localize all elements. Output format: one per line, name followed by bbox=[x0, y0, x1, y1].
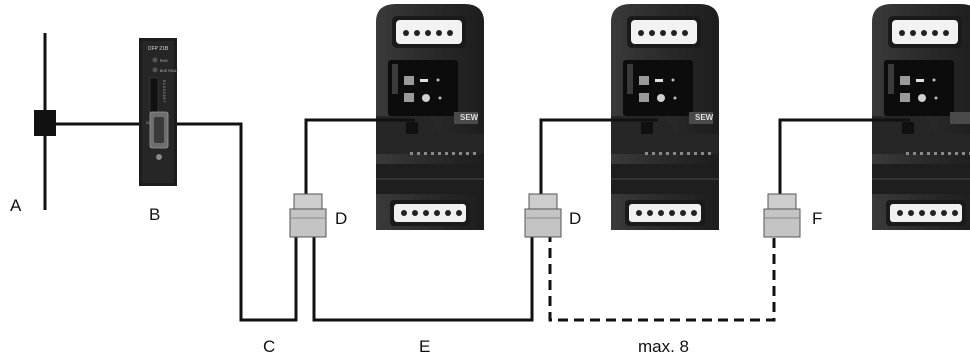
t-connector-d1 bbox=[289, 193, 327, 238]
label-max-count: max. 8 bbox=[638, 337, 690, 356]
gateway-run-led bbox=[152, 57, 158, 63]
gateway-address-label: 0 1 2 3 4 5 6 7 bbox=[162, 80, 166, 102]
terminator-f bbox=[763, 193, 801, 238]
cable-extension-dashed bbox=[548, 232, 776, 322]
cable-e bbox=[312, 232, 534, 322]
cable-c bbox=[177, 122, 298, 322]
t-connector-d2 bbox=[524, 193, 562, 238]
label-f: F bbox=[812, 209, 823, 228]
drop-cable-1 bbox=[304, 118, 415, 196]
drive-2: SEW bbox=[610, 3, 720, 231]
label-d1: D bbox=[335, 209, 348, 228]
label-c: C bbox=[263, 337, 276, 356]
gateway-label-top: DFP 21B bbox=[148, 46, 169, 52]
drive-3 bbox=[871, 3, 970, 231]
gateway-fault-label: BUS FAULT bbox=[160, 69, 180, 73]
drop-cable-3 bbox=[778, 118, 910, 196]
fieldbus-trunk bbox=[34, 33, 140, 210]
drive-1-brand-logo: SEW bbox=[460, 113, 479, 122]
gateway-module: DFP 21B RUN BUS FAULT 0 1 2 3 4 5 6 7 X3… bbox=[139, 38, 180, 186]
gateway-fault-led bbox=[152, 67, 158, 73]
drop-cable-2 bbox=[539, 118, 658, 196]
drive-1: SEW bbox=[375, 3, 485, 231]
label-d2: D bbox=[569, 209, 582, 228]
label-b: B bbox=[149, 205, 161, 224]
label-e: E bbox=[419, 337, 431, 356]
label-a: A bbox=[10, 196, 22, 215]
gateway-run-label: RUN bbox=[160, 59, 168, 63]
drive-2-brand-logo: SEW bbox=[695, 113, 714, 122]
